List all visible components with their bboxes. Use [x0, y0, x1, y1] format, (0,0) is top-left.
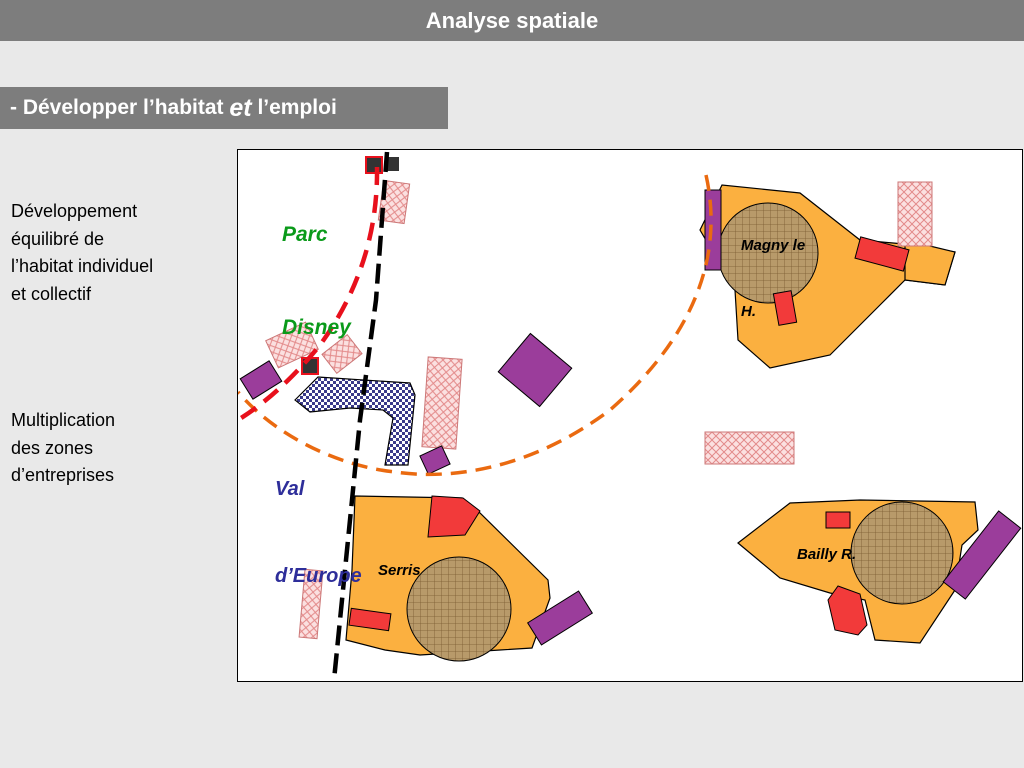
housing-zone	[298, 568, 324, 640]
slide-title-text: Analyse spatiale	[425, 7, 599, 33]
habitat-description: Développement équilibré de l’habitat ind…	[11, 198, 153, 308]
serris-center	[406, 556, 512, 662]
parc-disney-label-line: Disney	[282, 316, 351, 339]
val-europe-label: Val d’Europe	[275, 417, 362, 620]
magny-annex	[904, 239, 956, 286]
serris-commercial-zone	[348, 607, 392, 632]
parc-disney-label-line: Parc	[282, 223, 328, 246]
perimeter-arc	[238, 174, 713, 477]
section-heading: - Développer l’habitat et l’emploi	[0, 87, 448, 129]
section-heading-emphasis: et	[229, 93, 252, 122]
habitat-line: et collectif	[11, 283, 92, 304]
magny-label-line: H.	[741, 303, 756, 320]
enterprise-line: des zones	[11, 437, 94, 458]
bailly-label: Bailly R.	[797, 546, 857, 563]
val-europe-zone	[294, 376, 416, 466]
enterprise-zone	[419, 445, 451, 475]
serris-label: Serris	[378, 562, 421, 579]
rail-line	[331, 151, 390, 681]
enterprise-description: Multiplication des zones d’entreprises	[11, 407, 115, 490]
enterprise-line: Multiplication	[11, 410, 116, 430]
enterprise-zone	[239, 360, 283, 400]
section-heading-prefix: - Développer l’habitat	[10, 96, 230, 119]
enterprise-zone	[497, 332, 573, 408]
magny-label-line: Magny le	[741, 237, 806, 254]
bailly-enterprise-zone	[942, 510, 1022, 600]
magny-label: Magny le H.	[741, 191, 805, 345]
val-europe-label-line: d’Europe	[275, 565, 362, 587]
enterprise-line: d’entreprises	[11, 465, 115, 485]
station-marker	[365, 156, 383, 174]
housing-zone	[321, 333, 363, 375]
housing-zone	[265, 321, 319, 369]
habitat-line: l’habitat individuel	[11, 256, 154, 276]
serris-commercial-zone	[427, 495, 481, 538]
section-heading-suffix: l’emploi	[251, 96, 337, 119]
magny-housing-zone	[897, 181, 933, 247]
disney-arc	[238, 166, 380, 422]
habitat-line: équilibré de	[11, 228, 105, 249]
parc-disney-label: Parc Disney	[282, 157, 351, 374]
habitat-line: Développement	[11, 201, 138, 221]
magny-commercial-zone	[772, 290, 798, 326]
housing-zone	[421, 356, 463, 450]
val-europe-label-line: Val	[275, 478, 305, 500]
bailly-center	[850, 501, 954, 605]
bailly-commercial-zone	[827, 585, 868, 636]
slide-title: Analyse spatiale	[0, 0, 1024, 41]
magny-commercial-zone	[854, 236, 910, 272]
serris-enterprise-zone	[526, 590, 594, 646]
bailly-commercial-zone	[825, 511, 851, 529]
housing-zone	[704, 431, 795, 465]
